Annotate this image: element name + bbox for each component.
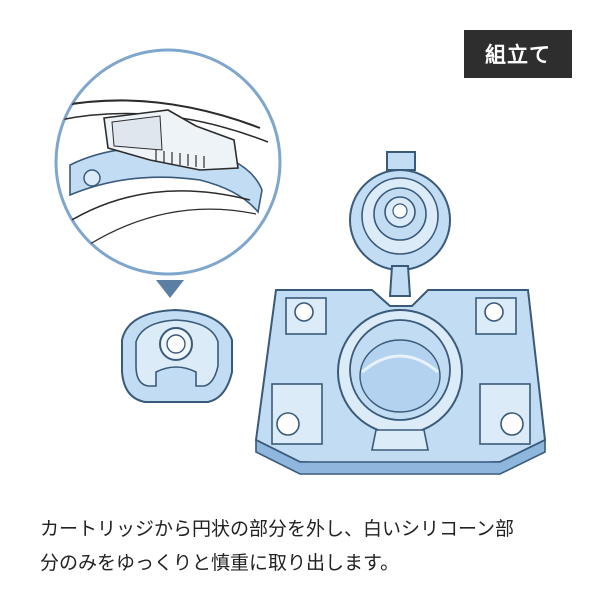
cartridge-part [254, 151, 547, 475]
instruction-caption: カートリッジから円状の部分を外し、白いシリコーン部 分のみをゆっくりと慎重に取り… [40, 512, 580, 580]
zoom-detail-circle [54, 48, 282, 276]
pointer-arrow [156, 280, 184, 298]
assembly-illustration [54, 48, 547, 475]
silicone-ring-part [121, 308, 233, 403]
assembly-badge: 組立て [464, 30, 572, 78]
caption-line-1: カートリッジから円状の部分を外し、白いシリコーン部 [40, 518, 515, 540]
caption-line-2: 分のみをゆっくりと慎重に取り出します。 [40, 552, 400, 574]
